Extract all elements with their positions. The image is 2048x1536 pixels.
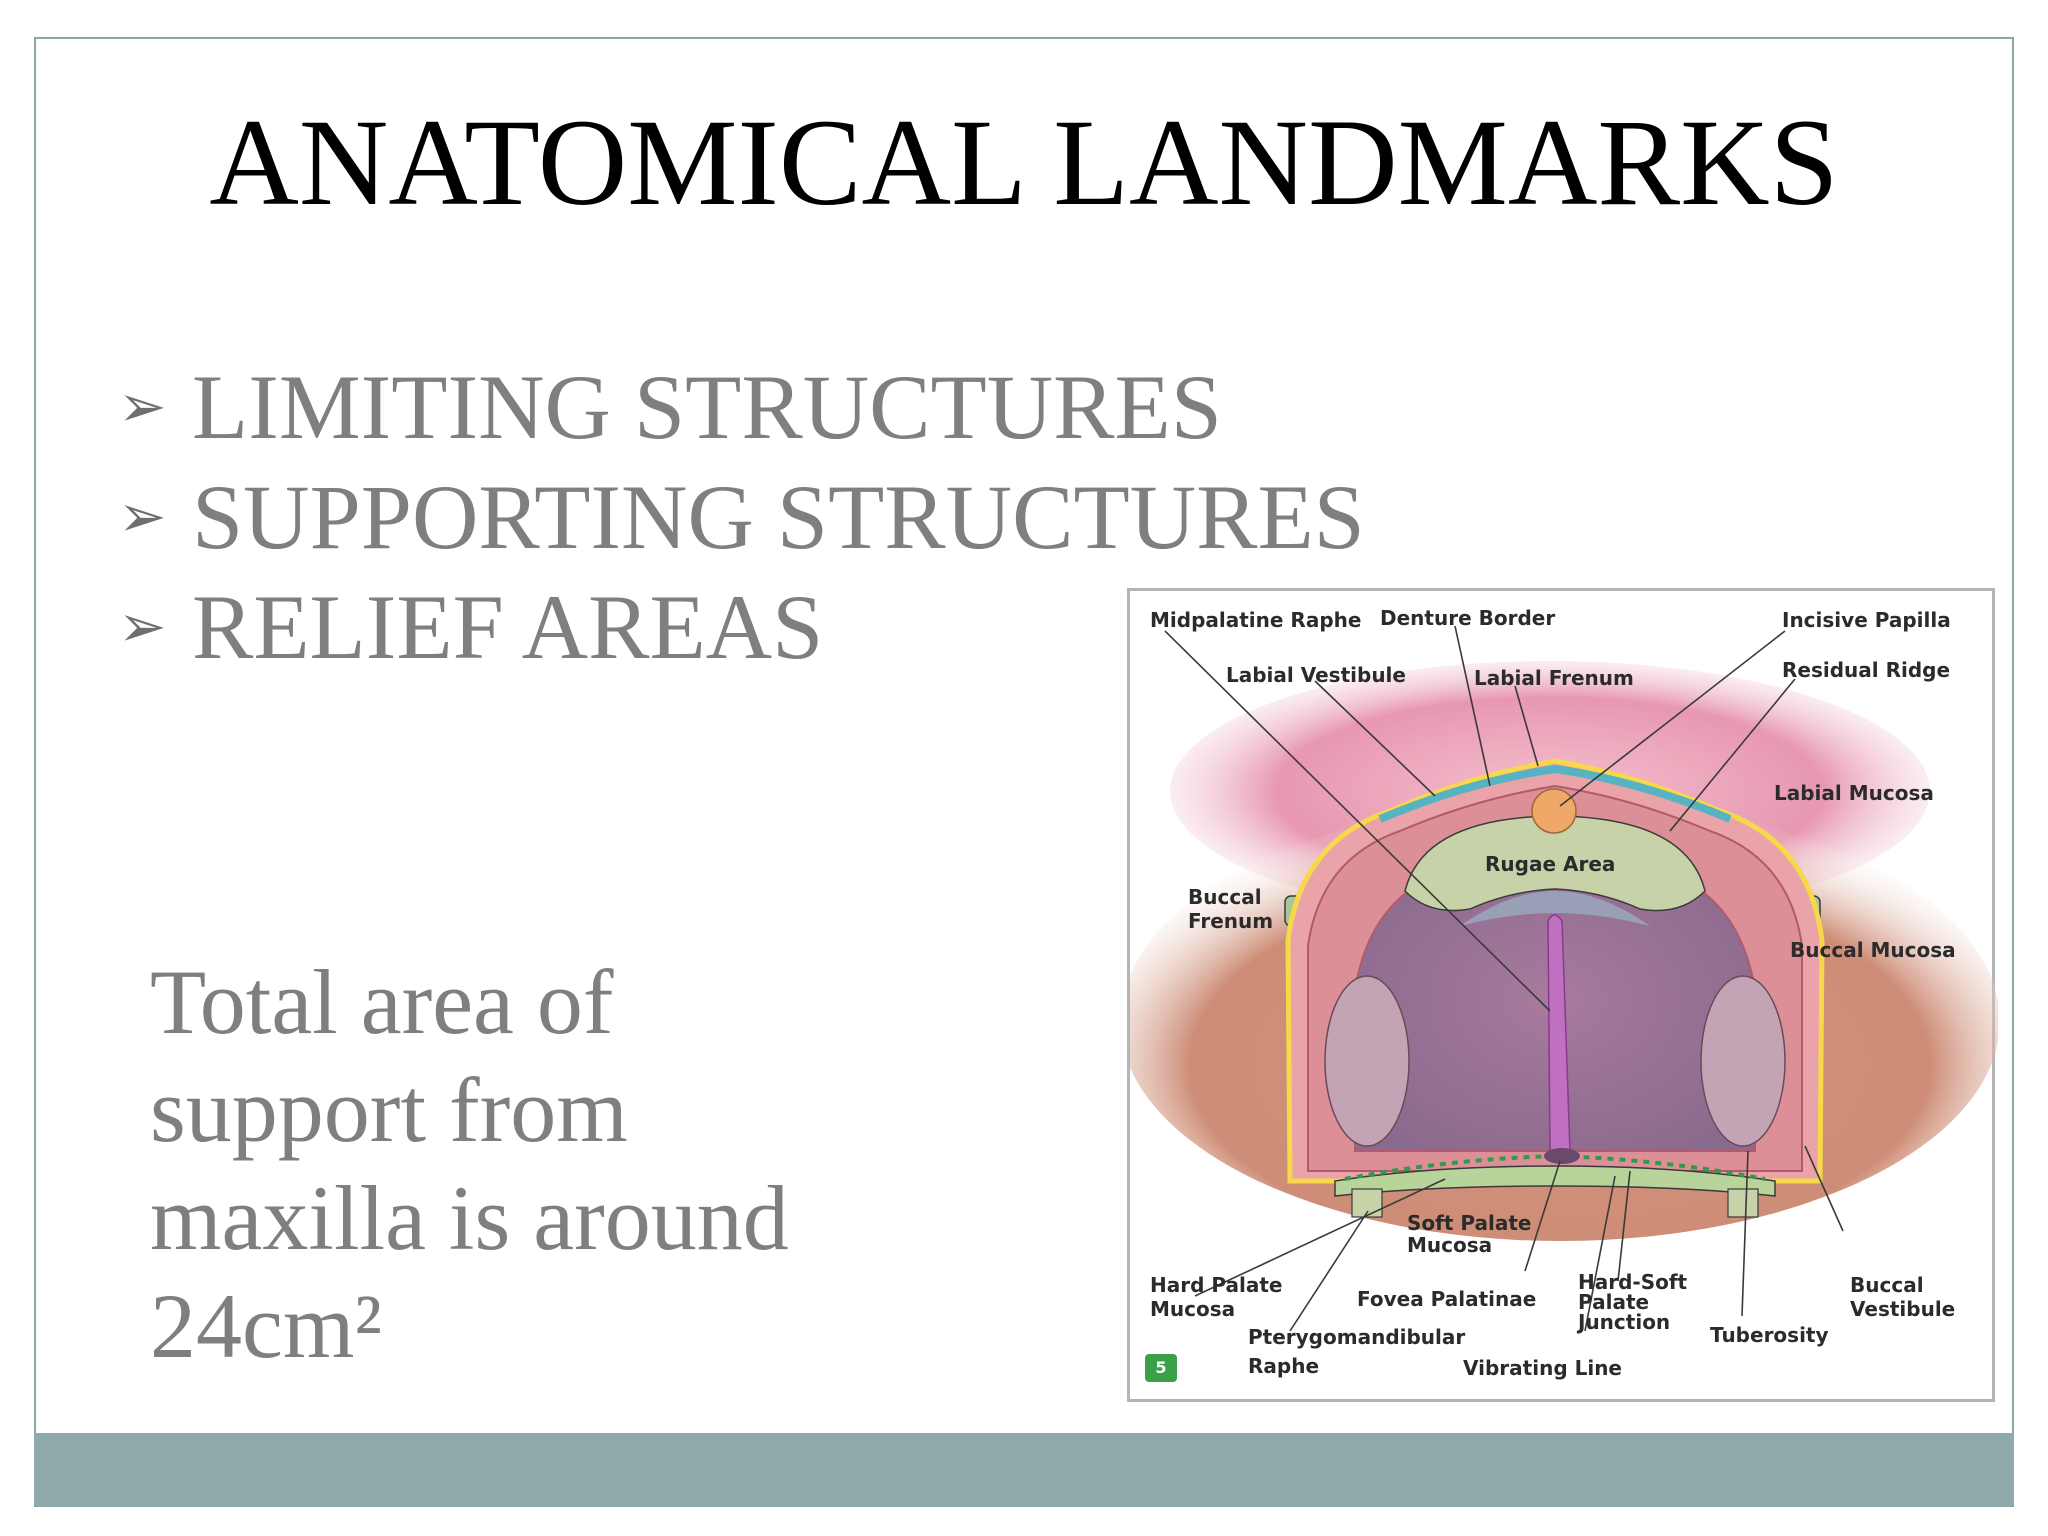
label-hard-palate-mucosa-line1: Hard Palate — [1150, 1273, 1282, 1297]
label-tuberosity: Tuberosity — [1710, 1323, 1829, 1347]
label-hard-palate-mucosa-line2: Mucosa — [1150, 1297, 1235, 1321]
pterygomandibular-tab-right — [1728, 1189, 1758, 1217]
arrowhead-bullet-icon: ➢ — [118, 352, 192, 462]
tuberosity-right — [1701, 976, 1785, 1146]
label-vibrating-line: Vibrating Line — [1463, 1356, 1622, 1380]
label-pterygomandibular-raphe-line2: Raphe — [1248, 1354, 1319, 1378]
label-pterygomandibular-raphe-line1: Pterygomandibular — [1248, 1325, 1465, 1349]
maxilla-illustration: Midpalatine Raphe Denture Border Incisiv… — [1130, 591, 1998, 1405]
footer-band — [34, 1433, 2014, 1506]
bullet-label: RELIEF AREAS — [192, 572, 823, 682]
support-text-line: support from — [150, 1056, 910, 1164]
maxilla-landmarks-diagram: Midpalatine Raphe Denture Border Incisiv… — [1127, 588, 1995, 1402]
tuberosity-left — [1325, 976, 1409, 1146]
support-text-line: 24cm² — [150, 1272, 910, 1380]
label-labial-mucosa: Labial Mucosa — [1774, 781, 1934, 805]
fovea-palatinae — [1544, 1148, 1580, 1164]
label-buccal-vestibule-line2: Vestibule — [1850, 1297, 1955, 1321]
label-buccal-frenum-line2: Frenum — [1188, 909, 1273, 933]
label-soft-palate-mucosa-line1: Soft Palate — [1407, 1211, 1531, 1235]
label-residual-ridge: Residual Ridge — [1782, 658, 1950, 682]
support-area-text: Total area of support from maxilla is ar… — [150, 948, 910, 1380]
slide-title: ANATOMICAL LANDMARKS — [0, 92, 2048, 234]
label-rugae-area: Rugae Area — [1485, 852, 1615, 876]
label-buccal-frenum-line1: Buccal — [1188, 885, 1262, 909]
label-labial-frenum: Labial Frenum — [1474, 666, 1634, 690]
label-labial-vestibule: Labial Vestibule — [1226, 663, 1406, 687]
bullet-label: LIMITING STRUCTURES — [192, 352, 1222, 462]
label-denture-border: Denture Border — [1380, 606, 1555, 630]
arrowhead-bullet-icon: ➢ — [118, 462, 192, 572]
support-text-line: maxilla is around — [150, 1164, 910, 1272]
label-fovea-palatinae: Fovea Palatinae — [1357, 1287, 1536, 1311]
label-midpalatine-raphe: Midpalatine Raphe — [1150, 608, 1361, 632]
figure-number-text: 5 — [1155, 1358, 1166, 1377]
label-buccal-vestibule-line1: Buccal — [1850, 1273, 1924, 1297]
label-soft-palate-mucosa-line2: Mucosa — [1407, 1233, 1492, 1257]
label-buccal-mucosa: Buccal Mucosa — [1790, 938, 1956, 962]
bullet-item-limiting-structures: ➢ LIMITING STRUCTURES — [118, 352, 1365, 462]
label-hard-soft-junction-line3: Junction — [1576, 1310, 1670, 1334]
bullet-item-supporting-structures: ➢ SUPPORTING STRUCTURES — [118, 462, 1365, 572]
label-incisive-papilla: Incisive Papilla — [1782, 608, 1951, 632]
incisive-papilla — [1532, 789, 1576, 833]
support-text-line: Total area of — [150, 948, 910, 1056]
bullet-label: SUPPORTING STRUCTURES — [192, 462, 1365, 572]
arrowhead-bullet-icon: ➢ — [118, 572, 192, 682]
